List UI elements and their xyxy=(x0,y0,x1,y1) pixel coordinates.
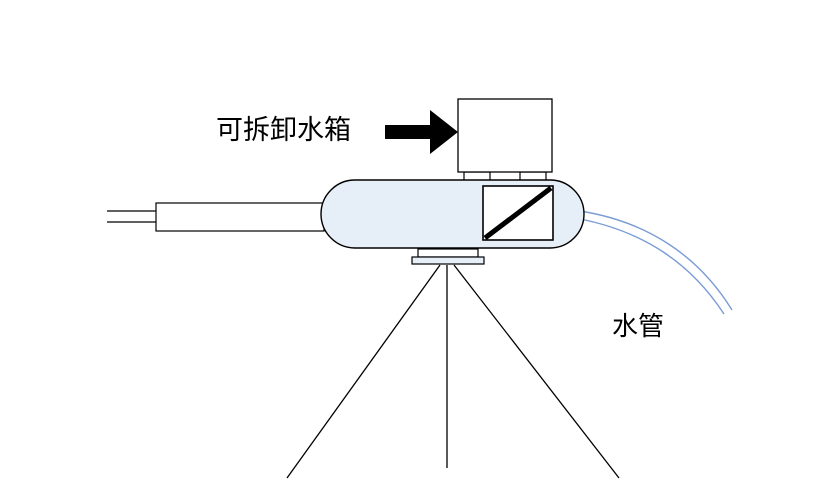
arrow-icon xyxy=(385,110,458,154)
removable-tank-label: 可拆卸水箱 xyxy=(216,115,351,146)
cable xyxy=(107,202,325,232)
tank-box xyxy=(457,98,553,173)
water-pipe xyxy=(579,210,733,315)
mount-plate xyxy=(411,248,485,265)
tripod-left-leg xyxy=(286,264,441,479)
cable-connector xyxy=(155,202,325,232)
water-tank xyxy=(457,98,553,183)
tripod-right-leg xyxy=(453,264,620,479)
tripod xyxy=(286,264,620,479)
water-pipe-label: 水管 xyxy=(612,312,665,342)
valve-window xyxy=(482,185,554,241)
